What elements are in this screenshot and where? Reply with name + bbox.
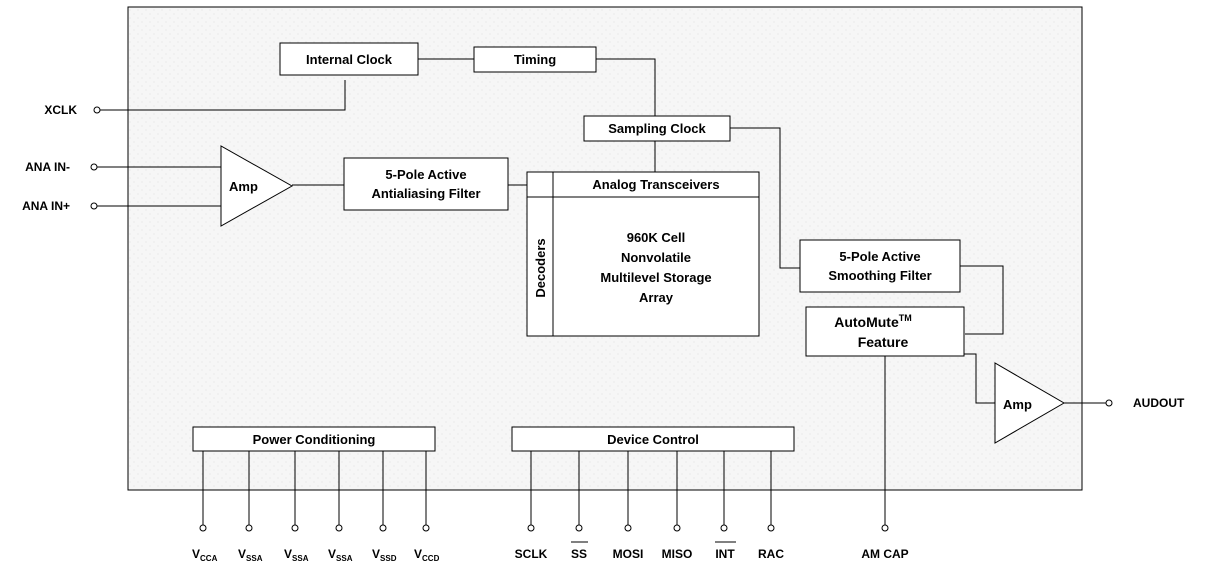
power-conditioning-block: Power Conditioning	[192, 426, 436, 452]
pin-label-am-cap: AM CAP	[861, 547, 908, 561]
pin-label-vssd: VSSD	[372, 547, 397, 563]
smoothing-filter-block: 5-Pole Active Smoothing Filter	[799, 239, 961, 293]
device-control-block: Device Control	[511, 426, 795, 452]
pin-label-ss: SS	[571, 547, 587, 561]
pin-am-cap: AM CAP	[861, 524, 909, 561]
storage-array-line3: Multilevel Storage	[600, 270, 711, 285]
pin-label-vssa-2: VSSA	[284, 547, 309, 563]
antialiasing-filter-line1: 5-Pole Active	[385, 167, 466, 182]
pin-ana-in-minus: ANA IN-	[25, 160, 98, 174]
automute-line1: AutoMuteTM	[834, 313, 912, 330]
automute-block: AutoMuteTM Feature	[805, 306, 965, 357]
storage-array-line2: Nonvolatile	[621, 250, 691, 265]
pin-label-rac: RAC	[758, 547, 784, 561]
decoders-label: Decoders	[533, 238, 548, 297]
pin-ana-in-plus: ANA IN+	[22, 199, 98, 213]
antialiasing-filter-line2: Antialiasing Filter	[371, 186, 480, 201]
pin-label-sclk: SCLK	[515, 547, 548, 561]
trademark-mark: TM	[899, 313, 912, 323]
antialiasing-filter-block: 5-Pole Active Antialiasing Filter	[343, 157, 509, 211]
pin-xclk: XCLK	[44, 103, 101, 117]
smoothing-filter-line1: 5-Pole Active	[839, 249, 920, 264]
control-pins: SCLK SS MOSI MISO INT RAC	[515, 524, 784, 561]
pin-label-miso: MISO	[662, 547, 693, 561]
pin-label-vcca: VCCA	[192, 547, 218, 563]
timing-block: Timing	[473, 46, 597, 73]
connection-wires	[97, 58, 1106, 525]
automute-line2: Feature	[858, 334, 909, 350]
sampling-clock-label: Sampling Clock	[608, 121, 706, 136]
pin-label-vssa-3: VSSA	[328, 547, 353, 563]
internal-clock-block: Internal Clock	[279, 42, 419, 76]
pin-audout: AUDOUT	[1105, 396, 1185, 410]
input-amp-label: Amp	[229, 179, 258, 194]
storage-array-block: Analog Transceivers Decoders 960K Cell N…	[526, 171, 760, 337]
automute-label: AutoMute	[834, 314, 899, 330]
pin-label-vccd: VCCD	[414, 547, 440, 563]
analog-transceivers-label: Analog Transceivers	[592, 177, 719, 192]
output-amp: Amp	[994, 362, 1065, 444]
power-conditioning-label: Power Conditioning	[253, 432, 376, 447]
pin-label-audout: AUDOUT	[1133, 396, 1185, 410]
pin-label-ana-in-minus: ANA IN-	[25, 160, 70, 174]
sampling-clock-block: Sampling Clock	[583, 115, 731, 142]
pin-label-ana-in-plus: ANA IN+	[22, 199, 70, 213]
timing-label: Timing	[514, 52, 556, 67]
internal-clock-label: Internal Clock	[306, 52, 393, 67]
pin-label-mosi: MOSI	[613, 547, 644, 561]
power-pins: VCCA VSSA VSSA VSSA VSSD VCCD	[192, 524, 440, 563]
smoothing-filter-line2: Smoothing Filter	[828, 268, 931, 283]
storage-array-line4: Array	[639, 290, 674, 305]
output-amp-label: Amp	[1003, 397, 1032, 412]
storage-array-line1: 960K Cell	[627, 230, 686, 245]
input-amp: Amp	[220, 145, 294, 227]
pin-label-vssa-1: VSSA	[238, 547, 263, 563]
device-control-label: Device Control	[607, 432, 699, 447]
pin-label-xclk: XCLK	[44, 103, 77, 117]
pin-label-int: INT	[715, 547, 735, 561]
